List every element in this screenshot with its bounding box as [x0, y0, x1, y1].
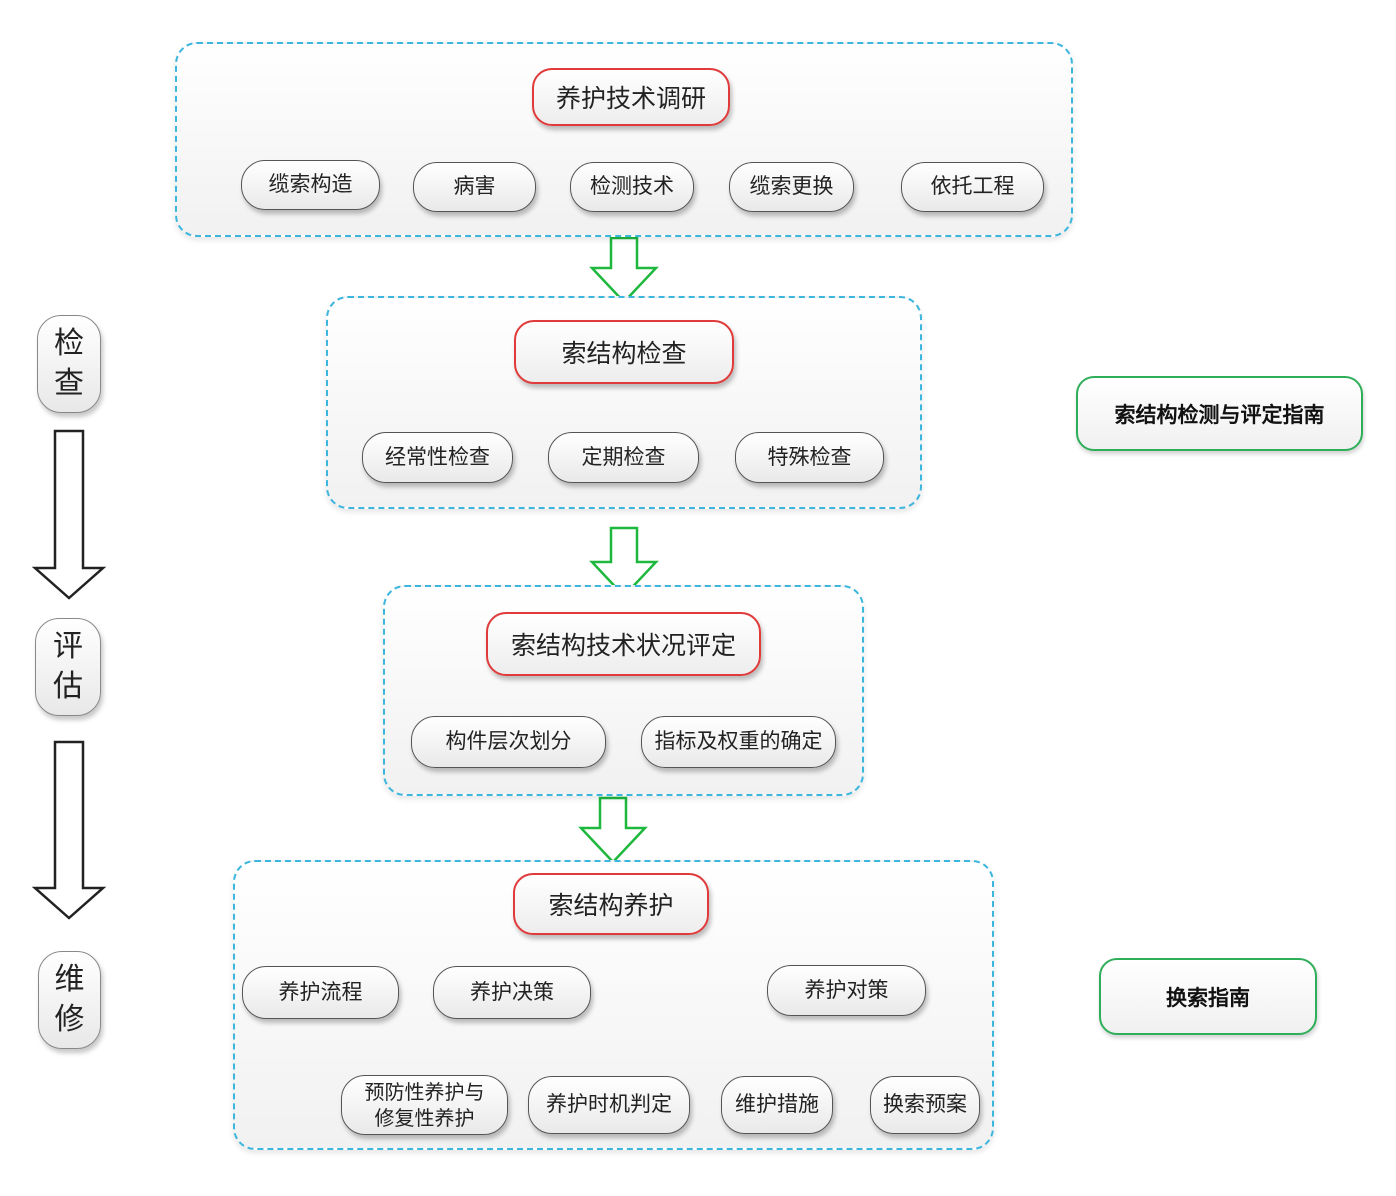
section-maintenance-title: 索结构养护 — [513, 873, 709, 935]
countermeasure-child-maintain: 维护措施 — [721, 1076, 833, 1134]
phase-arrow-2 — [31, 740, 107, 920]
flow-arrow-1 — [589, 236, 659, 304]
maintenance-item-decision: 养护决策 — [433, 966, 591, 1019]
research-item-cable-structure: 缆索构造 — [241, 160, 380, 210]
guide-cable-replacement: 换索指南 — [1099, 958, 1317, 1035]
inspection-item-routine: 经常性检查 — [362, 432, 513, 483]
guide-inspection-evaluation: 索结构检测与评定指南 — [1076, 376, 1363, 451]
inspection-item-special: 特殊检查 — [735, 432, 884, 483]
maintenance-item-countermeasure: 养护对策 — [767, 965, 926, 1016]
phase-repair: 维 修 — [38, 951, 101, 1049]
research-item-cable-replacement: 缆索更换 — [729, 162, 854, 212]
maintenance-item-process: 养护流程 — [242, 966, 399, 1019]
decision-child-timing: 养护时机判定 — [528, 1076, 690, 1134]
evaluation-item-weights: 指标及权重的确定 — [641, 716, 836, 768]
research-item-detection: 检测技术 — [570, 162, 694, 212]
phase-evaluation: 评 估 — [35, 618, 101, 716]
inspection-item-periodic: 定期检查 — [548, 432, 699, 483]
research-item-project: 依托工程 — [901, 162, 1044, 212]
countermeasure-child-replace-plan: 换索预案 — [870, 1076, 980, 1134]
section-research-title: 养护技术调研 — [532, 68, 730, 126]
flow-arrow-3 — [578, 796, 648, 864]
section-inspection-title: 索结构检查 — [514, 320, 734, 384]
phase-arrow-1 — [31, 429, 107, 600]
phase-inspection: 检 查 — [37, 315, 101, 413]
section-evaluation-title: 索结构技术状况评定 — [486, 612, 761, 676]
evaluation-item-hierarchy: 构件层次划分 — [411, 716, 606, 768]
decision-child-preventive: 预防性养护与 修复性养护 — [341, 1075, 508, 1135]
research-item-disease: 病害 — [413, 162, 536, 212]
